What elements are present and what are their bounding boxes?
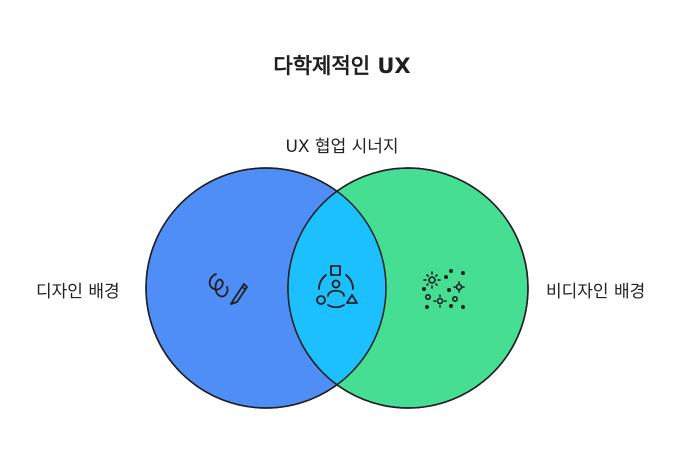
sparkles-icon [421,268,465,309]
right-circle-outline [287,167,529,409]
left-circle-outline [145,167,387,409]
squiggle-pencil-icon [208,273,248,305]
intersection-label: UX 협업 시너지 [285,137,399,157]
right-circle-label: 비디자인 배경 [546,282,646,302]
intersection-region [288,168,386,408]
left-circle-label: 디자인 배경 [36,282,120,302]
diagram-title: 다학제적인 UX [273,54,411,78]
team-shapes-icon [316,265,358,309]
